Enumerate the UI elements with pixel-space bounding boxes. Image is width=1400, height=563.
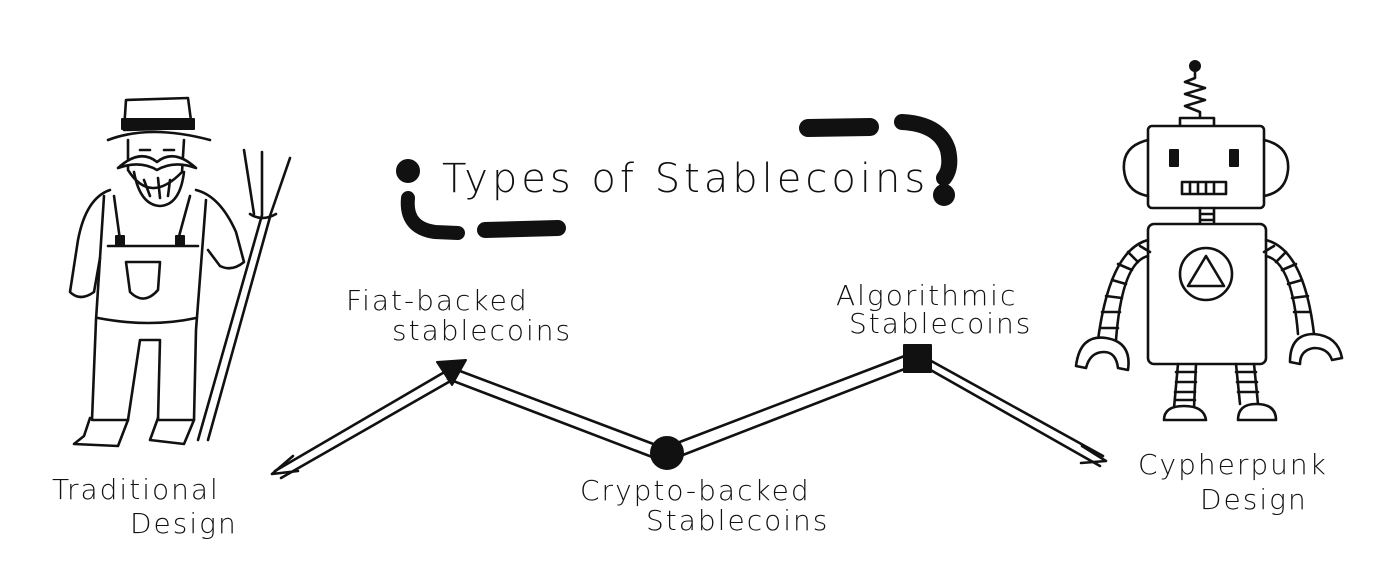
farmer-icon bbox=[68, 96, 292, 448]
right-robot-arm bbox=[1262, 238, 1344, 366]
right-ear bbox=[1262, 138, 1290, 198]
right-claw bbox=[1288, 332, 1344, 366]
title-group: Types of Stablecoins bbox=[396, 114, 958, 240]
stage-label-traditional: Traditional Design bbox=[52, 473, 238, 540]
algorithmic-label-line2: Stablecoins bbox=[849, 307, 1032, 340]
robot-legs bbox=[1162, 362, 1278, 422]
circle-marker bbox=[650, 436, 684, 470]
robot-body bbox=[1146, 222, 1268, 366]
robot-icon bbox=[1074, 60, 1344, 422]
traditional-label-line2: Design bbox=[130, 507, 238, 540]
title-dot-left bbox=[396, 159, 420, 183]
title-bracket-right bbox=[894, 114, 958, 186]
title-dash-left bbox=[477, 220, 566, 238]
left-eye bbox=[1169, 149, 1179, 167]
stage-label-crypto: Crypto-backed Stablecoins bbox=[580, 474, 829, 537]
pitchfork-tines bbox=[242, 148, 292, 218]
cypherpunk-label-line1: Cypherpunk bbox=[1138, 448, 1328, 481]
diagram-title: Types of Stablecoins bbox=[442, 156, 929, 202]
bib-pocket bbox=[124, 260, 162, 300]
crypto-label-line2: Stablecoins bbox=[646, 504, 829, 537]
segment-3 bbox=[662, 350, 922, 462]
hat-brim bbox=[106, 130, 212, 142]
algorithmic-label-line1: Algorithmic bbox=[836, 279, 1017, 312]
left-claw bbox=[1074, 336, 1130, 372]
timeline-path bbox=[270, 350, 1108, 480]
chest-circle bbox=[1178, 246, 1234, 302]
segment-4 bbox=[913, 350, 1108, 468]
left-arm bbox=[68, 188, 112, 299]
beard bbox=[132, 170, 186, 208]
segment-1 bbox=[270, 368, 456, 480]
pitchfork-handle bbox=[196, 213, 264, 442]
segment-2 bbox=[446, 366, 666, 462]
crypto-label-line1: Crypto-backed bbox=[580, 474, 811, 507]
right-eye bbox=[1229, 149, 1239, 167]
overalls bbox=[90, 194, 208, 422]
square-marker bbox=[903, 344, 932, 373]
mustache bbox=[116, 154, 198, 172]
left-ear bbox=[1122, 138, 1150, 198]
title-bracket-left bbox=[400, 191, 465, 240]
fiat-label-line1: Fiat-backed bbox=[346, 284, 529, 317]
stage-label-fiat: Fiat-backed stablecoins bbox=[346, 284, 572, 347]
face bbox=[126, 138, 186, 190]
traditional-label-line1: Traditional bbox=[52, 473, 220, 506]
triangle-marker bbox=[436, 359, 467, 386]
robot-head bbox=[1146, 124, 1266, 210]
antenna-spring bbox=[1183, 68, 1207, 122]
title-dash-right bbox=[799, 118, 879, 137]
robot-neck bbox=[1198, 206, 1216, 228]
fiat-label-line2: stablecoins bbox=[392, 314, 572, 347]
title-dot-right bbox=[933, 184, 955, 206]
cypherpunk-label-line2: Design bbox=[1200, 483, 1308, 516]
left-robot-arm bbox=[1074, 238, 1152, 372]
left-boot bbox=[72, 416, 130, 448]
stage-label-cypherpunk: Cypherpunk Design bbox=[1138, 448, 1328, 516]
robot-mouth bbox=[1180, 180, 1228, 196]
right-arm bbox=[194, 188, 246, 270]
stage-label-algorithmic: Algorithmic Stablecoins bbox=[836, 279, 1032, 340]
right-boot bbox=[148, 416, 196, 446]
